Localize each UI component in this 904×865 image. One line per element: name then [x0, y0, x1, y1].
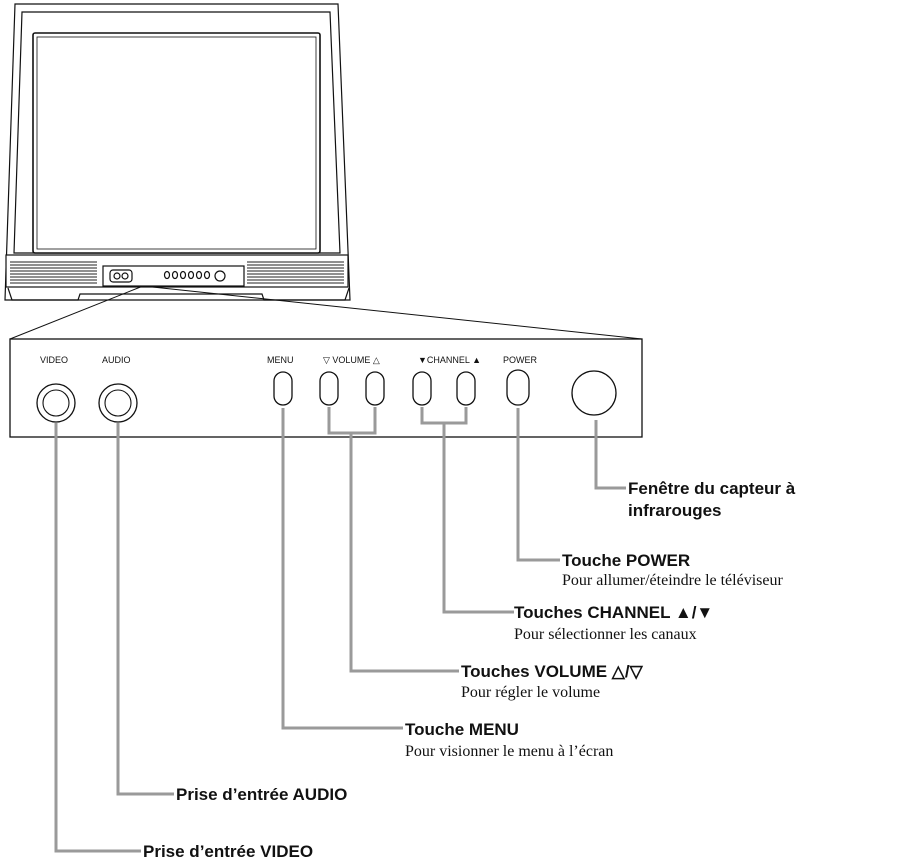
- volume-label: ▽ VOLUME △: [323, 355, 380, 365]
- panel-labels: VIDEO AUDIO MENU ▽ VOLUME △ ▼CHANNEL ▲ P…: [40, 355, 538, 365]
- tv-mini-control-panel: [102, 265, 245, 287]
- speaker-grille-right: [247, 261, 344, 284]
- callouts: Fenêtre du capteur à infrarouges Touche …: [143, 479, 796, 861]
- video-jack-title: Prise d’entrée VIDEO: [143, 842, 313, 861]
- volume-down-button: [319, 371, 339, 406]
- power-desc: Pour allumer/éteindre le téléviseur: [562, 572, 783, 589]
- tv-base: [7, 287, 350, 301]
- zoom-lines: [9, 285, 643, 340]
- leader-channel: [420, 407, 514, 614]
- channel-down-button: [412, 371, 432, 406]
- power-label: POWER: [503, 355, 538, 365]
- leader-menu: [281, 408, 403, 730]
- menu-button: [273, 371, 293, 406]
- leader-power: [516, 408, 560, 562]
- volume-desc: Pour régler le volume: [461, 684, 600, 701]
- menu-desc: Pour visionner le menu à l’écran: [405, 743, 613, 760]
- audio-jack-title: Prise d’entrée AUDIO: [176, 785, 347, 804]
- ir-sensor-title-1: Fenêtre du capteur à: [628, 479, 796, 498]
- audio-label: AUDIO: [102, 355, 131, 365]
- leader-video: [54, 423, 141, 853]
- channel-title: Touches CHANNEL ▲/▼: [514, 603, 713, 622]
- volume-title: Touches VOLUME △/▽: [461, 662, 644, 681]
- volume-up-button: [365, 371, 385, 406]
- leader-audio: [116, 423, 174, 796]
- ir-sensor-window: [571, 370, 617, 416]
- speaker-grille-left: [10, 261, 97, 284]
- menu-label: MENU: [267, 355, 294, 365]
- leader-volume: [327, 407, 459, 673]
- menu-title: Touche MENU: [405, 720, 519, 739]
- leader-lines: [54, 407, 626, 853]
- power-title: Touche POWER: [562, 551, 690, 570]
- channel-desc: Pour sélectionner les canaux: [514, 626, 697, 643]
- channel-label: ▼CHANNEL ▲: [418, 355, 481, 365]
- power-button: [506, 369, 530, 406]
- ir-sensor-title-2: infrarouges: [628, 501, 722, 520]
- enlarged-front-panel: [9, 338, 643, 438]
- channel-up-button: [456, 371, 476, 406]
- tv-set: [4, 3, 351, 301]
- leader-ir-sensor: [594, 420, 626, 490]
- tv-screen: [32, 32, 321, 254]
- video-label: VIDEO: [40, 355, 68, 365]
